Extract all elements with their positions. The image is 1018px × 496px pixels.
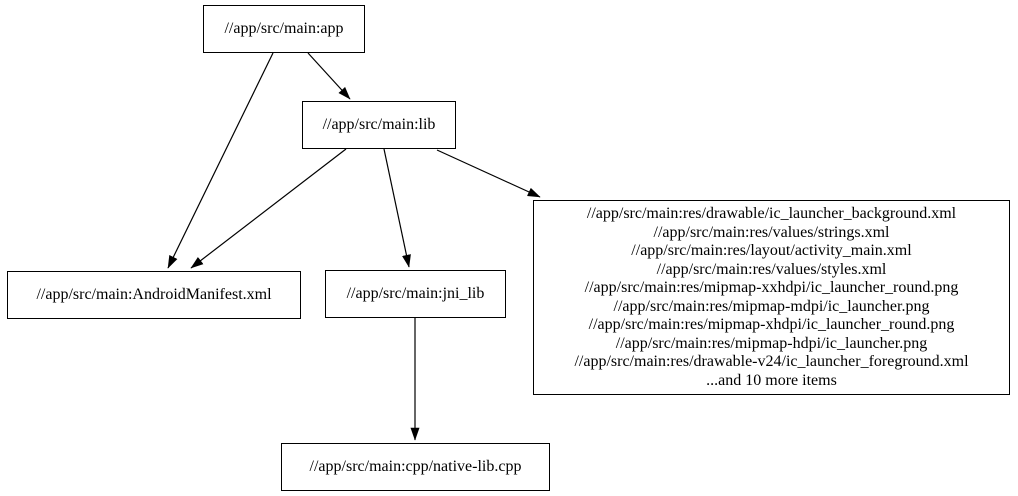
node-jni-lib-label: //app/src/main:jni_lib [346,284,485,302]
node-native-lib-label: //app/src/main:cpp/native-lib.cpp [309,457,522,475]
node-res-group-label: //app/src/main:res/drawable/ic_launcher_… [574,205,969,389]
node-app: //app/src/main:app [203,5,365,53]
node-res-group: //app/src/main:res/drawable/ic_launcher_… [533,200,1010,395]
node-android-manifest-label: //app/src/main:AndroidManifest.xml [36,285,272,303]
edge-app-to-lib [307,52,351,100]
node-lib: //app/src/main:lib [302,101,456,149]
node-app-label: //app/src/main:app [224,19,344,37]
node-native-lib: //app/src/main:cpp/native-lib.cpp [281,443,550,491]
edge-lib-to-jni-lib [383,148,411,268]
node-android-manifest: //app/src/main:AndroidManifest.xml [7,271,301,319]
edge-lib-to-android-manifest [190,148,347,269]
node-jni-lib: //app/src/main:jni_lib [325,270,506,318]
edge-lib-to-res-group [436,149,541,198]
node-lib-label: //app/src/main:lib [322,115,436,133]
edge-app-to-android-manifest [167,52,274,269]
